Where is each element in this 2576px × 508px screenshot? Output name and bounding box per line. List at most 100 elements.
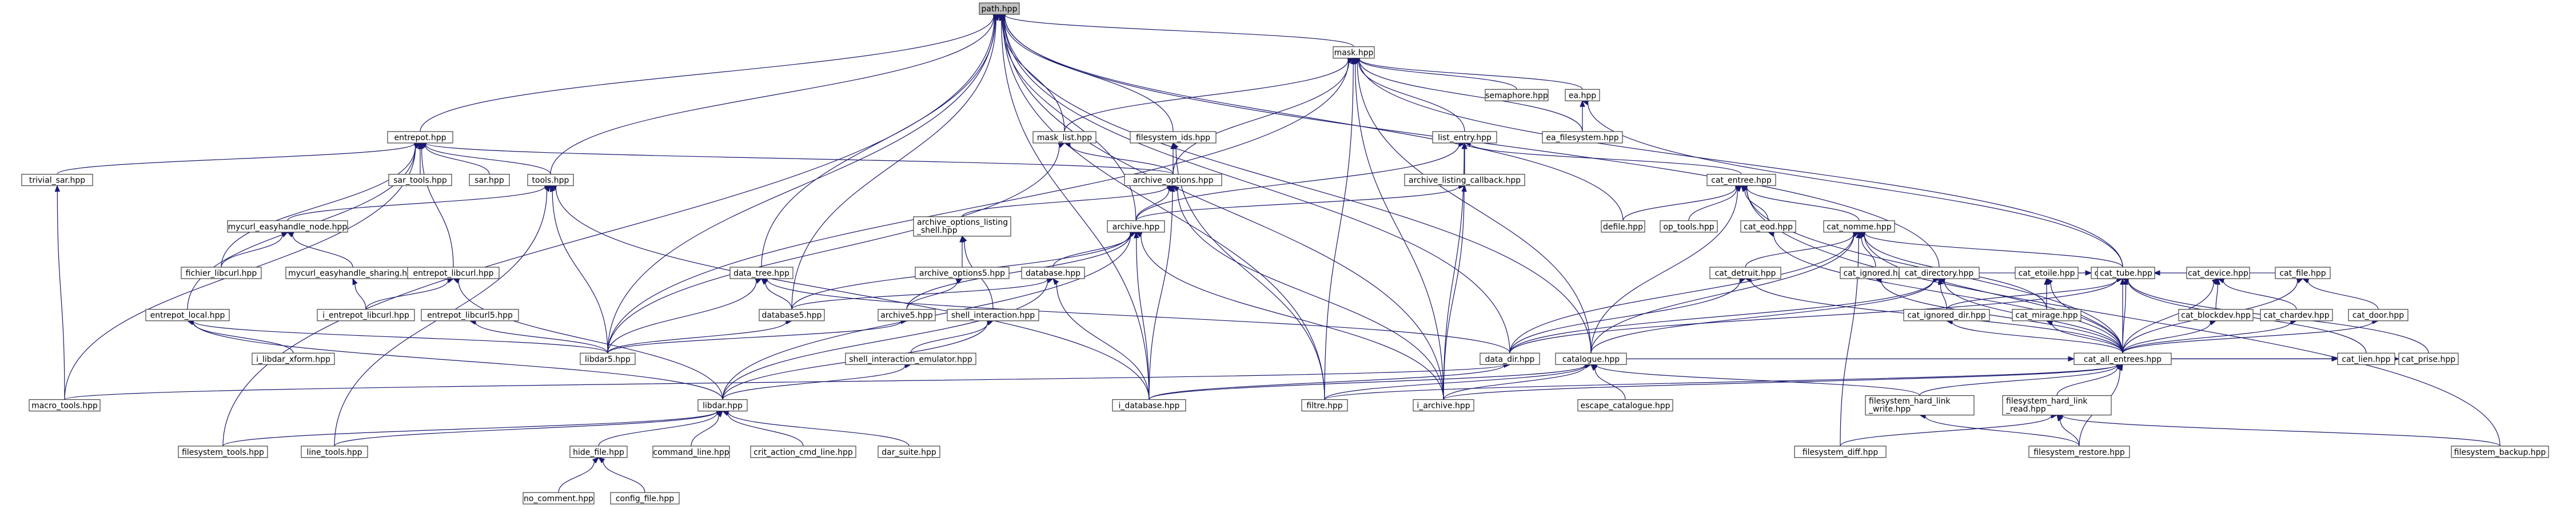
- node-archive-options5-hpp[interactable]: archive_options5.hpp: [915, 267, 1010, 279]
- node-path-hpp[interactable]: path.hpp: [979, 2, 1020, 15]
- node-database-hpp[interactable]: database.hpp: [1021, 267, 1085, 279]
- node-i-entrepot-libcurl-hpp[interactable]: i_entrepot_libcurl.hpp: [317, 309, 415, 322]
- edge-hide-file-hpp-to-no-comment-hpp: [558, 457, 600, 493]
- node-hide-file-hpp[interactable]: hide_file.hpp: [569, 446, 628, 458]
- node-archive-options-listing-shell-hpp[interactable]: archive_options_listing_shell.hpp: [913, 216, 1011, 237]
- edge-cat-nomme-hpp-to-cat-ignored-hpp: [1859, 231, 1876, 268]
- node-config-file-hpp[interactable]: config_file.hpp: [610, 492, 680, 505]
- node-label: entrepot_libcurl5.hpp: [427, 311, 513, 320]
- node-command-line-hpp[interactable]: command_line.hpp: [652, 446, 730, 458]
- node-box: [1107, 220, 1165, 233]
- edge-ea-hpp-to-ea-filesystem-hpp: [1580, 100, 1585, 132]
- node-semaphore-hpp[interactable]: semaphore.hpp: [1485, 89, 1549, 101]
- node-cat-device-hpp[interactable]: cat_device.hpp: [2186, 267, 2250, 279]
- edge-mycurl-easyhandle-node-hpp-to-mycurl-easyhandle-sharing-hpp: [286, 232, 353, 268]
- edge-mycurl-easyhandle-sharing-hpp-to-i-entrepot-libcurl-hpp: [352, 277, 366, 309]
- node-box: [729, 267, 793, 279]
- node-cat-blockdev-hpp[interactable]: cat_blockdev.hpp: [2178, 309, 2254, 322]
- edge-mask-hpp-to-mask-list-hpp: [1064, 57, 1355, 132]
- node-filesystem-backup-hpp[interactable]: filesystem_backup.hpp: [2451, 446, 2549, 458]
- node-defile-hpp[interactable]: defile.hpp: [1601, 220, 1645, 233]
- node-ea-filesystem-hpp[interactable]: ea_filesystem.hpp: [1542, 131, 1623, 144]
- node-box: [1577, 399, 1673, 412]
- edge-data-tree-hpp-to-database5-hpp: [761, 278, 792, 309]
- edge-entrepot-hpp-to-sar-hpp: [419, 142, 490, 174]
- node-filesystem-ids-hpp[interactable]: filesystem_ids.hpp: [1130, 131, 1217, 144]
- edge-trivial-sar-hpp-to-macro-tools-hpp: [54, 185, 65, 400]
- node-label: entrepot_libcurl.hpp: [413, 269, 494, 278]
- edge-filesystem-hard-link-read-hpp-to-filesystem-diff-hpp: [1840, 413, 2058, 447]
- node-label: libdar5.hpp: [585, 355, 631, 364]
- edge-data-dir-hpp-to-macro-tools-hpp: [64, 362, 1511, 400]
- node-archive-hpp[interactable]: archive.hpp: [1107, 220, 1165, 233]
- node-no-comment-hpp[interactable]: no_comment.hpp: [523, 492, 595, 505]
- node-escape-catalogue-hpp[interactable]: escape_catalogue.hpp: [1577, 399, 1673, 412]
- node-cat-ignored-hpp[interactable]: cat_ignored.hpp: [1840, 267, 1912, 279]
- node-entrepot-libcurl-hpp[interactable]: entrepot_libcurl.hpp: [407, 267, 500, 279]
- node-catalogue-hpp[interactable]: catalogue.hpp: [1555, 352, 1627, 365]
- node-sar-hpp[interactable]: sar.hpp: [469, 173, 510, 186]
- node-cat-nomme-hpp[interactable]: cat_nomme.hpp: [1823, 220, 1895, 233]
- node-entrepot-local-hpp[interactable]: entrepot_local.hpp: [145, 309, 230, 322]
- node-cat-directory-hpp[interactable]: cat_directory.hpp: [1899, 267, 1980, 279]
- node-cat-chardev-hpp[interactable]: cat_chardev.hpp: [2260, 309, 2333, 322]
- node-box: [2451, 446, 2549, 458]
- node-cat-detruit-hpp[interactable]: cat_detruit.hpp: [1709, 267, 1781, 279]
- node-cat-prise-hpp[interactable]: cat_prise.hpp: [2398, 352, 2459, 365]
- node-filesystem-restore-hpp[interactable]: filesystem_restore.hpp: [2028, 446, 2130, 458]
- node-mycurl-easyhandle-node-hpp[interactable]: mycurl_easyhandle_node.hpp: [227, 220, 348, 233]
- node-cat-entree-hpp[interactable]: cat_entree.hpp: [1706, 173, 1776, 186]
- node-libdar5-hpp[interactable]: libdar5.hpp: [580, 352, 636, 365]
- node-crit-action-cmd-line-hpp[interactable]: crit_action_cmd_line.hpp: [750, 446, 856, 458]
- node-i-archive-hpp[interactable]: i_archive.hpp: [1413, 399, 1474, 412]
- node-list-entry-hpp[interactable]: list_entry.hpp: [1432, 131, 1497, 144]
- node-data-dir-hpp[interactable]: data_dir.hpp: [1480, 352, 1540, 365]
- node-cat-all-entrees-hpp[interactable]: cat_all_entrees.hpp: [2073, 352, 2172, 365]
- node-label: database5.hpp: [762, 311, 822, 320]
- node-cat-tube-hpp[interactable]: cat_tube.hpp: [2097, 267, 2155, 279]
- node-mycurl-easyhandle-sharing-hpp[interactable]: mycurl_easyhandle_sharing.hpp: [285, 267, 420, 279]
- node-dar-suite-hpp[interactable]: dar_suite.hpp: [878, 446, 940, 458]
- node-line-tools-hpp[interactable]: line_tools.hpp: [301, 446, 368, 458]
- node-cat-ignored-dir-hpp[interactable]: cat_ignored_dir.hpp: [1903, 309, 1990, 322]
- node-filesystem-diff-hpp[interactable]: filesystem_diff.hpp: [1794, 446, 1887, 458]
- node-label: shell_interaction.hpp: [951, 311, 1035, 320]
- node-i-libdar-xform-hpp[interactable]: i_libdar_xform.hpp: [252, 352, 335, 365]
- node-archive-options-hpp[interactable]: archive_options.hpp: [1124, 173, 1222, 186]
- node-filesystem-tools-hpp[interactable]: filesystem_tools.hpp: [178, 446, 268, 458]
- node-database5-hpp[interactable]: database5.hpp: [759, 309, 825, 322]
- node-mask-list-hpp[interactable]: mask_list.hpp: [1032, 131, 1096, 144]
- node-box: [2186, 267, 2250, 279]
- node-fichier-libcurl-hpp[interactable]: fichier_libcurl.hpp: [181, 267, 262, 279]
- node-sar-tools-hpp[interactable]: sar_tools.hpp: [388, 173, 452, 186]
- node-i-database-hpp[interactable]: i_database.hpp: [1112, 399, 1186, 412]
- node-mask-hpp[interactable]: mask.hpp: [1333, 46, 1375, 59]
- node-cat-lien-hpp[interactable]: cat_lien.hpp: [2337, 352, 2395, 365]
- node-cat-mirage-hpp[interactable]: cat_mirage.hpp: [2012, 309, 2081, 322]
- node-shell-interaction-emulator-hpp[interactable]: shell_interaction_emulator.hpp: [845, 352, 976, 365]
- node-trivial-sar-hpp[interactable]: trivial_sar.hpp: [21, 173, 93, 186]
- node-cat-file-hpp[interactable]: cat_file.hpp: [2275, 267, 2331, 279]
- node-tools-hpp[interactable]: tools.hpp: [527, 173, 574, 186]
- node-libdar-hpp[interactable]: libdar.hpp: [697, 399, 748, 412]
- node-filesystem-hard-link-write-hpp[interactable]: filesystem_hard_link_write.hpp: [1865, 395, 1975, 416]
- node-filesystem-hard-link-read-hpp[interactable]: filesystem_hard_link_read.hpp: [2002, 395, 2112, 416]
- edge-tools-hpp-to-libdar5-hpp: [549, 185, 608, 354]
- node-entrepot-libcurl5-hpp[interactable]: entrepot_libcurl5.hpp: [421, 309, 519, 322]
- node-label: data_tree.hpp: [733, 269, 789, 278]
- node-box: [21, 173, 93, 186]
- node-macro-tools-hpp[interactable]: macro_tools.hpp: [29, 399, 101, 412]
- node-shell-interaction-hpp[interactable]: shell_interaction.hpp: [947, 309, 1039, 322]
- node-filtre-hpp[interactable]: filtre.hpp: [1301, 399, 1348, 412]
- node-label: cat_tube.hpp: [2100, 269, 2152, 278]
- node-archive5-hpp[interactable]: archive5.hpp: [878, 309, 936, 322]
- node-data-tree-hpp[interactable]: data_tree.hpp: [729, 267, 793, 279]
- node-ea-hpp[interactable]: ea.hpp: [1565, 89, 1600, 101]
- node-cat-door-hpp[interactable]: cat_door.hpp: [2348, 309, 2408, 322]
- node-op-tools-hpp[interactable]: op_tools.hpp: [1660, 220, 1718, 233]
- node-entrepot-hpp[interactable]: entrepot.hpp: [387, 131, 453, 144]
- node-cat-etoile-hpp[interactable]: cat_etoile.hpp: [2015, 267, 2079, 279]
- node-archive-listing-callback-hpp[interactable]: archive_listing_callback.hpp: [1404, 173, 1525, 186]
- node-cat-eod-hpp[interactable]: cat_eod.hpp: [1740, 220, 1796, 233]
- edge-path-hpp-to-database5-hpp: [791, 14, 1000, 309]
